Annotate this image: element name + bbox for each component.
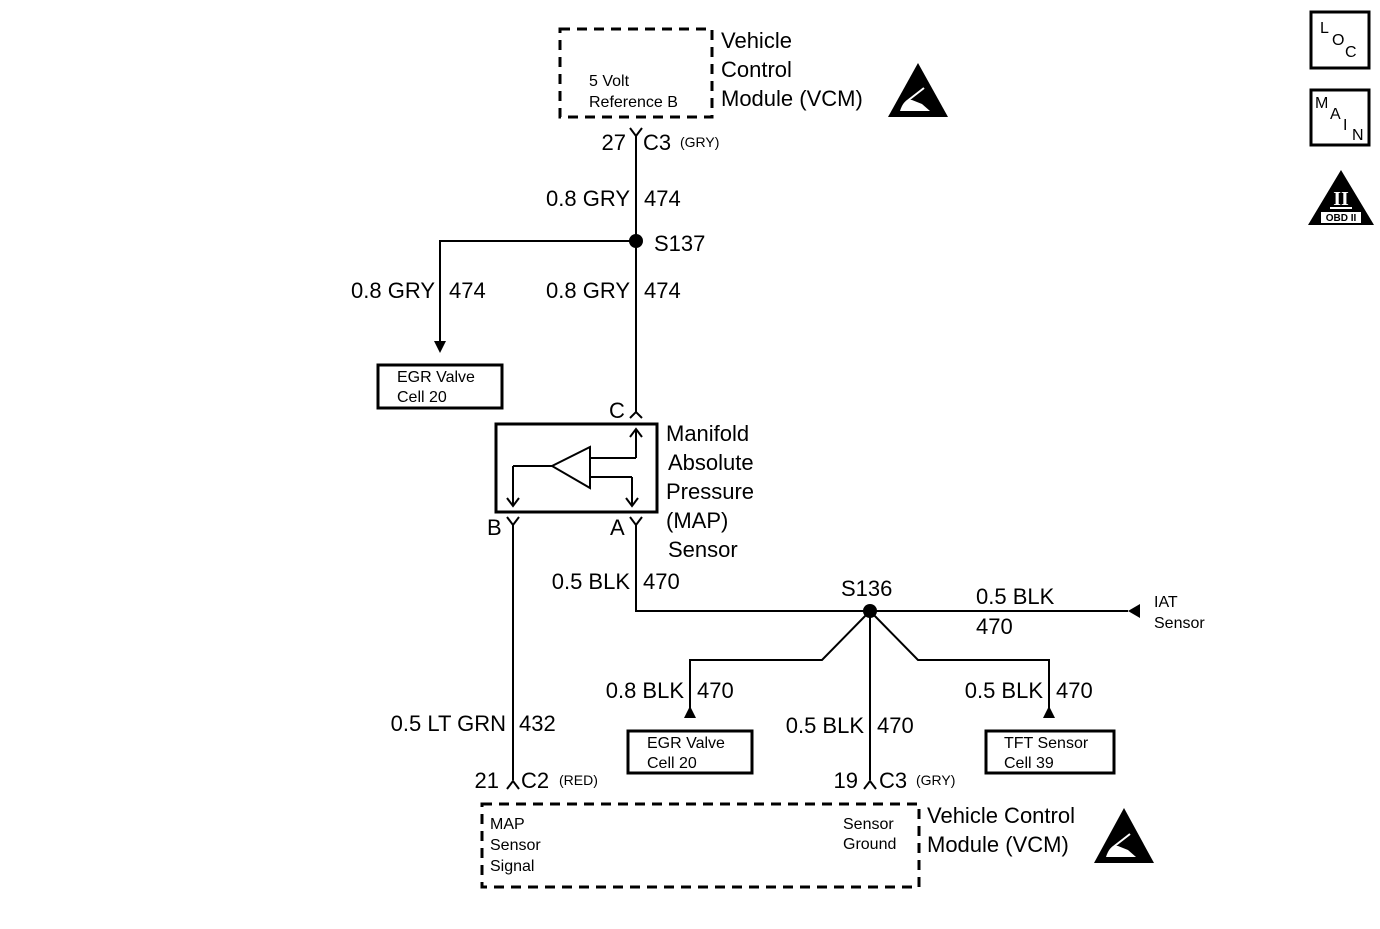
egr-valve-top-line-2: Cell 20 [397, 389, 447, 406]
tft-sensor-line-1: TFT Sensor [1004, 735, 1089, 752]
vcm-bottom-signal-line-3: Signal [490, 858, 534, 875]
obd-ii-numeral: II [1333, 188, 1349, 210]
obd-ii-icon[interactable]: II OBD II [1308, 170, 1374, 225]
tft-sensor-box[interactable] [984, 729, 1116, 775]
vcm-top-inner-line-2: Reference B [589, 94, 678, 111]
connector-c2-symbol [506, 779, 520, 790]
connector-pin-a-symbol [629, 516, 643, 527]
vcm-top-box[interactable] [558, 27, 714, 119]
connector-pin-b-symbol [506, 516, 520, 527]
wire-470-ground-a[interactable] [635, 525, 870, 612]
egr-valve-bottom-line-2: Cell 20 [647, 755, 697, 772]
wire-470-egr-ground[interactable] [689, 610, 871, 712]
vcm-bottom-ground-pin: 19 [834, 768, 858, 793]
wire-map-feed-gauge-color: 0.8 GRY [546, 278, 630, 303]
vcm-bottom-signal-connector: C2 [521, 768, 549, 793]
map-pin-b: B [487, 515, 502, 540]
map-sensor-name-line-4: (MAP) [666, 508, 728, 533]
wire-egr-ground-circuit: 470 [697, 678, 734, 703]
loc-letter-c: C [1345, 44, 1357, 61]
wire-vcm-ground-circuit: 470 [877, 713, 914, 738]
wire-tft-ground-circuit: 470 [1056, 678, 1093, 703]
wire-vcm-ground-gauge-color: 0.5 BLK [786, 713, 865, 738]
loc-icon[interactable]: L O C [1309, 10, 1371, 70]
wire-474-egr-branch[interactable] [439, 240, 636, 345]
connector-c3-bottom-symbol [863, 779, 877, 790]
loc-letter-o: O [1332, 32, 1344, 49]
arrow-up-icon [1043, 706, 1055, 718]
wire-egr-branch-circuit: 474 [449, 278, 486, 303]
arrow-down-icon [434, 341, 446, 353]
esd-warning-icon [1094, 808, 1154, 863]
vcm-bottom-ground-line-2: Ground [843, 836, 896, 853]
esd-warning-icon [888, 63, 948, 117]
wire-top-gauge-color: 0.8 GRY [546, 186, 630, 211]
wire-signal-circuit: 432 [519, 711, 556, 736]
vcm-top-name-line-1: Vehicle [721, 28, 792, 53]
vcm-bottom-name-line-1: Vehicle Control [927, 803, 1075, 828]
wire-iat-gauge-color: 0.5 BLK [976, 584, 1055, 609]
vcm-top-pin: 27 [602, 130, 626, 155]
main-icon[interactable]: M A I N [1309, 88, 1371, 147]
vcm-top-name-line-3: Module (VCM) [721, 86, 863, 111]
vcm-bottom-ground-connector-color: (GRY) [916, 772, 955, 788]
wire-egr-branch-gauge-color: 0.8 GRY [351, 278, 435, 303]
arrow-up-icon [684, 706, 696, 718]
iat-label-line-2: Sensor [1154, 615, 1205, 632]
vcm-bottom-signal-pin: 21 [475, 768, 499, 793]
map-sensor-name-line-3: Pressure [666, 479, 754, 504]
vcm-top-connector: C3 [643, 130, 671, 155]
map-sensor-name-line-5: Sensor [668, 537, 738, 562]
vcm-bottom-ground-line-1: Sensor [843, 816, 894, 833]
egr-valve-bottom-line-1: EGR Valve [647, 735, 725, 752]
splice-s137-label: S137 [654, 231, 705, 256]
splice-s136-label: S136 [841, 576, 892, 601]
loc-letter-l: L [1320, 20, 1329, 37]
iat-label-line-1: IAT [1154, 594, 1178, 611]
vcm-bottom-signal-line-2: Sensor [490, 837, 541, 854]
map-pin-a: A [610, 515, 625, 540]
main-letter-a: A [1330, 106, 1341, 123]
egr-valve-top-box[interactable] [376, 363, 504, 410]
connector-c3-top-symbol [629, 127, 643, 138]
egr-valve-bottom-box[interactable] [626, 729, 754, 775]
main-letter-n: N [1352, 127, 1364, 144]
wire-signal-gauge-color: 0.5 LT GRN [391, 711, 506, 736]
main-letter-m: M [1315, 95, 1328, 112]
obd-ii-text: OBD II [1326, 213, 1357, 224]
wire-map-feed-circuit: 474 [644, 278, 681, 303]
vcm-bottom-ground-connector: C3 [879, 768, 907, 793]
vcm-top-connector-color: (GRY) [680, 134, 719, 150]
vcm-top-name-line-2: Control [721, 57, 792, 82]
connector-pin-c-symbol [629, 410, 643, 419]
wire-top-circuit: 474 [644, 186, 681, 211]
egr-valve-top-line-1: EGR Valve [397, 369, 475, 386]
wire-iat-circuit: 470 [976, 614, 1013, 639]
wire-tft-ground-gauge-color: 0.5 BLK [965, 678, 1044, 703]
map-pin-c: C [609, 398, 625, 423]
wire-egr-ground-gauge-color: 0.8 BLK [606, 678, 685, 703]
wire-ground-a-circuit: 470 [643, 569, 680, 594]
wire-ground-a-gauge-color: 0.5 BLK [552, 569, 631, 594]
vcm-bottom-name-line-2: Module (VCM) [927, 832, 1069, 857]
arrow-left-icon [1128, 604, 1140, 618]
wire-470-tft-ground[interactable] [869, 610, 1050, 712]
tft-sensor-line-2: Cell 39 [1004, 755, 1054, 772]
main-letter-i: I [1343, 117, 1347, 134]
map-sensor-name-line-1: Manifold [666, 421, 749, 446]
map-sensor-name-line-2: Absolute [668, 450, 754, 475]
amplifier-icon [506, 427, 643, 508]
vcm-bottom-signal-connector-color: (RED) [559, 772, 598, 788]
vcm-top-inner-line-1: 5 Volt [589, 73, 630, 90]
vcm-bottom-signal-line-1: MAP [490, 816, 525, 833]
vcm-bottom-box[interactable] [480, 802, 921, 889]
